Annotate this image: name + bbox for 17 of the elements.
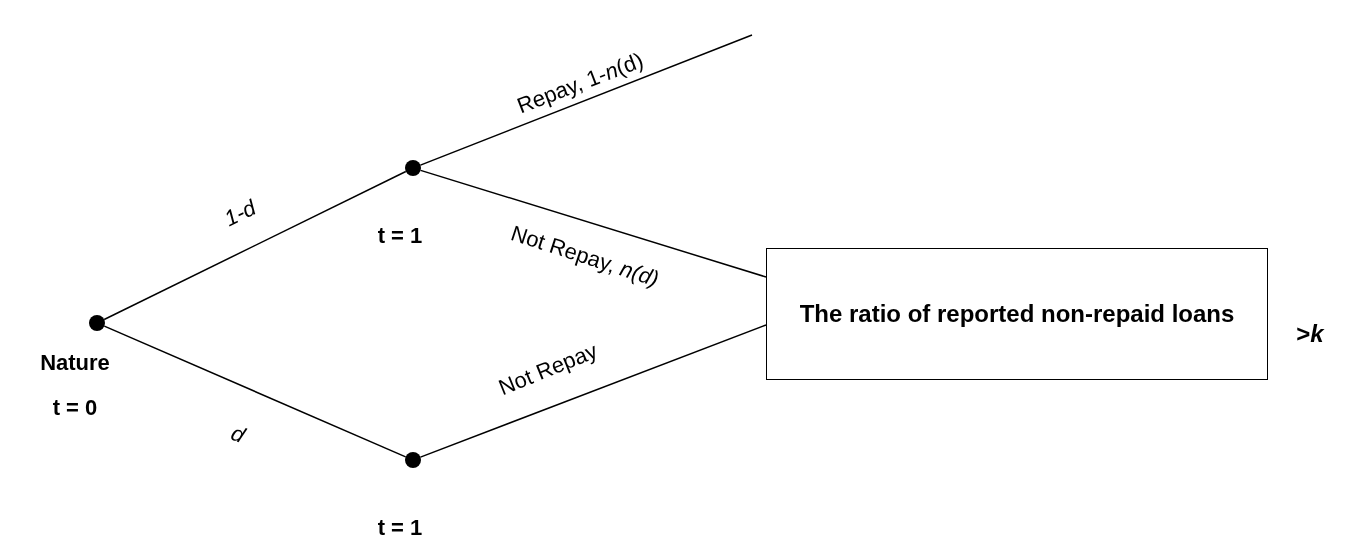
result-box (766, 248, 1268, 380)
branch-line (419, 34, 753, 166)
edge-label: 1-d (219, 193, 261, 234)
node-caption: t = 1 (377, 513, 423, 542)
edge-label: d (226, 419, 250, 450)
edge-label: Not Repay, n(d) (507, 219, 663, 294)
branch-line (419, 169, 767, 278)
branch-line (103, 325, 407, 458)
branch-line (419, 324, 767, 458)
node-caption: t = 1 (377, 221, 423, 250)
node-caption: Nature (40, 348, 110, 377)
edge-label: Not Repay (494, 336, 602, 403)
box-text: The ratio of reported non-repaid loans (799, 299, 1235, 329)
branch-line (103, 170, 407, 321)
node-caption: t = 0 (52, 393, 98, 422)
threshold-label: >k (1296, 319, 1324, 349)
edge-label: Repay, 1-n(d) (512, 46, 648, 121)
